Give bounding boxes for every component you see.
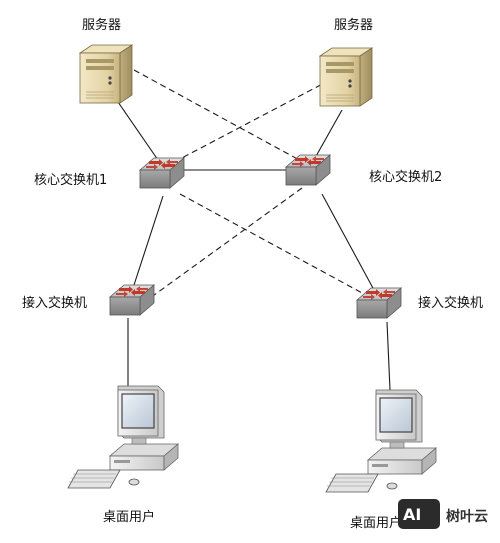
link-access-right-to-pc-right — [386, 321, 391, 391]
label-core-switch-1: 核心交换机1 — [34, 173, 108, 188]
label-access-switch-left: 接入交换机 — [22, 296, 88, 311]
server-right-icon — [319, 47, 373, 107]
access-switch-left-icon — [109, 284, 155, 316]
link-core-2-to-access-right — [321, 193, 375, 291]
watermark-badge: AI — [398, 499, 440, 529]
link-server-left-to-core-2 — [133, 69, 304, 163]
solid-links — [117, 101, 391, 391]
core-switch-2-icon — [285, 154, 331, 186]
core-switch-1-icon — [139, 157, 185, 189]
server-left-icon — [79, 44, 133, 104]
label-desktop-user-left: 桌面用户 — [103, 510, 156, 525]
desktop-pc-left-icon — [67, 385, 179, 489]
label-server-right: 服务器 — [334, 18, 374, 33]
link-core-2-to-access-left — [149, 187, 303, 299]
label-access-switch-right: 接入交换机 — [418, 296, 484, 311]
desktop-pc-right-icon — [325, 389, 437, 493]
dashed-links — [133, 69, 365, 299]
link-core-1-to-access-left — [133, 195, 164, 286]
label-core-switch-2: 核心交换机2 — [369, 170, 443, 185]
label-server-left: 服务器 — [82, 18, 122, 33]
link-server-right-to-core-2 — [314, 109, 343, 159]
link-server-right-to-core-1 — [177, 79, 331, 161]
access-switch-right-icon — [356, 287, 402, 319]
watermark-badge-text: AI — [403, 505, 422, 524]
watermark: AI 树叶云 — [398, 497, 498, 533]
label-desktop-user-right: 桌面用户 — [350, 516, 403, 531]
link-server-left-to-core-1 — [117, 101, 159, 161]
watermark-text: 树叶云 — [446, 509, 488, 525]
link-core-1-to-access-right — [179, 193, 365, 295]
